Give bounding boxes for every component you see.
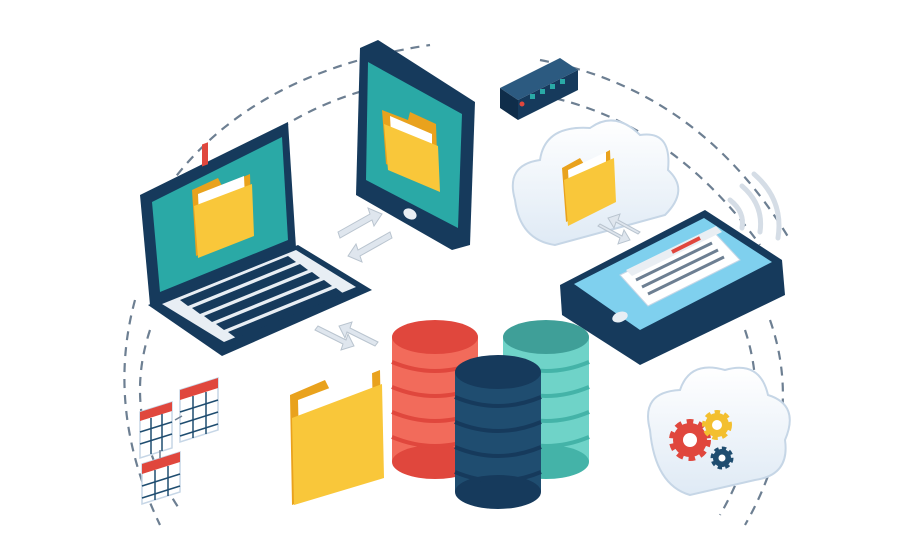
tablet-with-folder <box>356 40 475 250</box>
sync-arrows <box>597 213 641 245</box>
cloud-with-gears <box>647 366 791 497</box>
wifi-signal-icon <box>727 171 782 241</box>
open-folder-icon <box>290 370 384 505</box>
spreadsheet-tables-icon <box>139 376 219 506</box>
sync-arrows <box>314 207 393 351</box>
gear-icon <box>702 410 732 440</box>
folder-icon <box>562 150 616 226</box>
folder-icon <box>382 110 440 192</box>
gear-icon <box>669 419 711 461</box>
laptop-with-folder <box>140 122 372 356</box>
tablet-with-document <box>560 210 785 365</box>
cloud-with-folder <box>511 119 680 247</box>
network-switch <box>500 58 578 120</box>
gear-icon <box>710 446 734 470</box>
database-navy <box>454 355 542 509</box>
document-icon <box>619 226 741 307</box>
folder-icon <box>192 142 254 258</box>
keyboard-keys <box>180 256 344 338</box>
